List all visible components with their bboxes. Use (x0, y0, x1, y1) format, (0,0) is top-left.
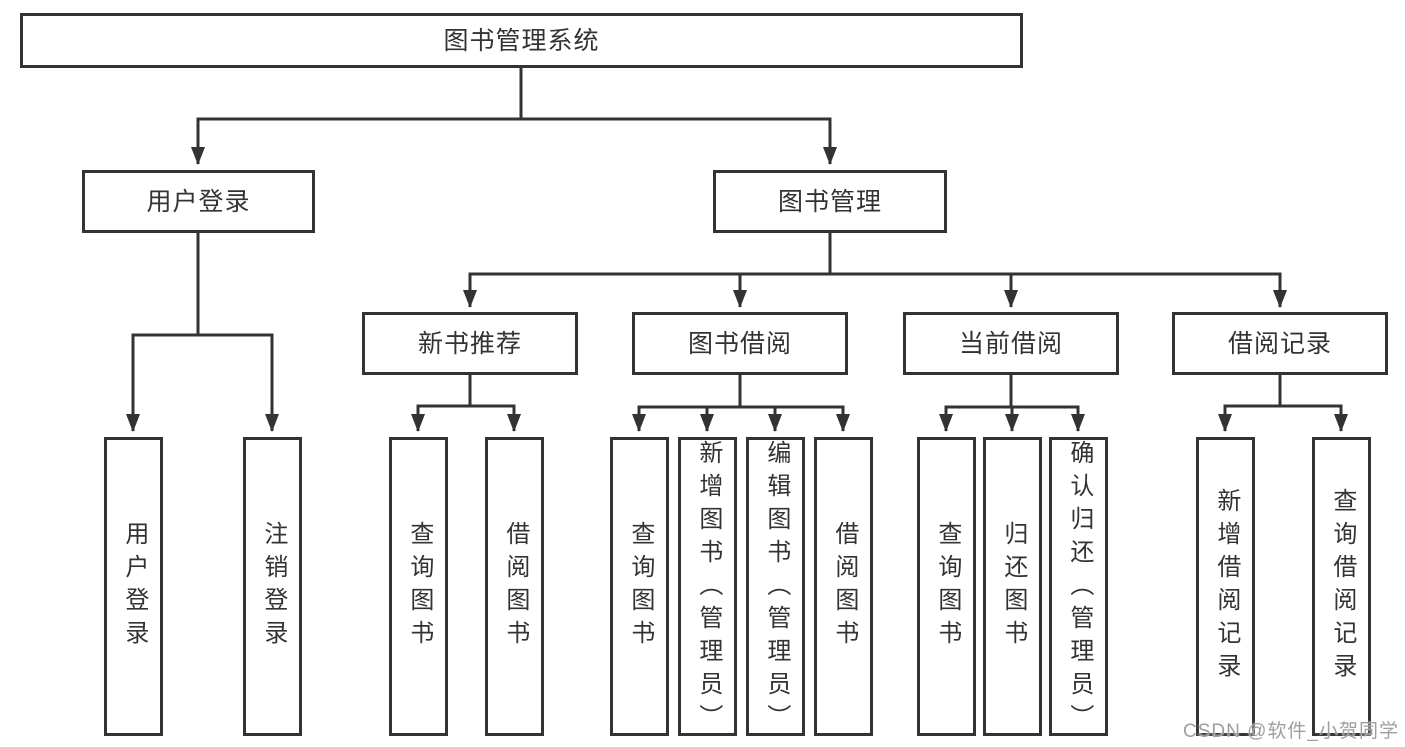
leaf-edit-books-admin: 编辑图书（管理员） (746, 437, 805, 737)
leaf-query-books-recommend: 查询图书 (389, 437, 448, 736)
leaf-logout-login: 注销登录 (243, 437, 302, 736)
connector-borrow-record (1218, 375, 1348, 432)
node-book-borrow: 图书借阅 (632, 312, 848, 375)
connector-book-management-branch (463, 233, 1287, 308)
connector-user-login-branch (126, 233, 279, 432)
connector-new-book-recommend (411, 375, 521, 432)
leaf-borrow-books: 借阅图书 (814, 437, 873, 736)
leaf-add-books-admin: 新增图书（管理员） (678, 437, 737, 737)
node-borrow-record: 借阅记录 (1172, 312, 1388, 375)
connector-book-borrow (632, 375, 850, 432)
connector-current-borrow (939, 375, 1085, 432)
leaf-add-borrow-record: 新增借阅记录 (1196, 437, 1255, 736)
node-library-management-system: 图书管理系统 (20, 13, 1023, 68)
node-user-login-branch: 用户登录 (82, 170, 315, 233)
leaf-query-books-borrow: 查询图书 (610, 437, 669, 736)
leaf-query-books-current: 查询图书 (917, 437, 976, 736)
leaf-query-borrow-record: 查询借阅记录 (1312, 437, 1371, 736)
node-book-management-branch: 图书管理 (713, 170, 947, 233)
node-new-book-recommend: 新书推荐 (362, 312, 578, 375)
connector-root-to-level2 (191, 68, 837, 165)
leaf-borrow-books-recommend: 借阅图书 (485, 437, 544, 736)
csdn-watermark: CSDN @软件_小贺同学 (1183, 721, 1399, 742)
leaf-confirm-return-admin: 确认归还（管理员） (1049, 437, 1108, 737)
node-current-borrow: 当前借阅 (903, 312, 1119, 375)
leaf-return-books: 归还图书 (983, 437, 1042, 736)
leaf-user-login: 用户登录 (104, 437, 163, 736)
